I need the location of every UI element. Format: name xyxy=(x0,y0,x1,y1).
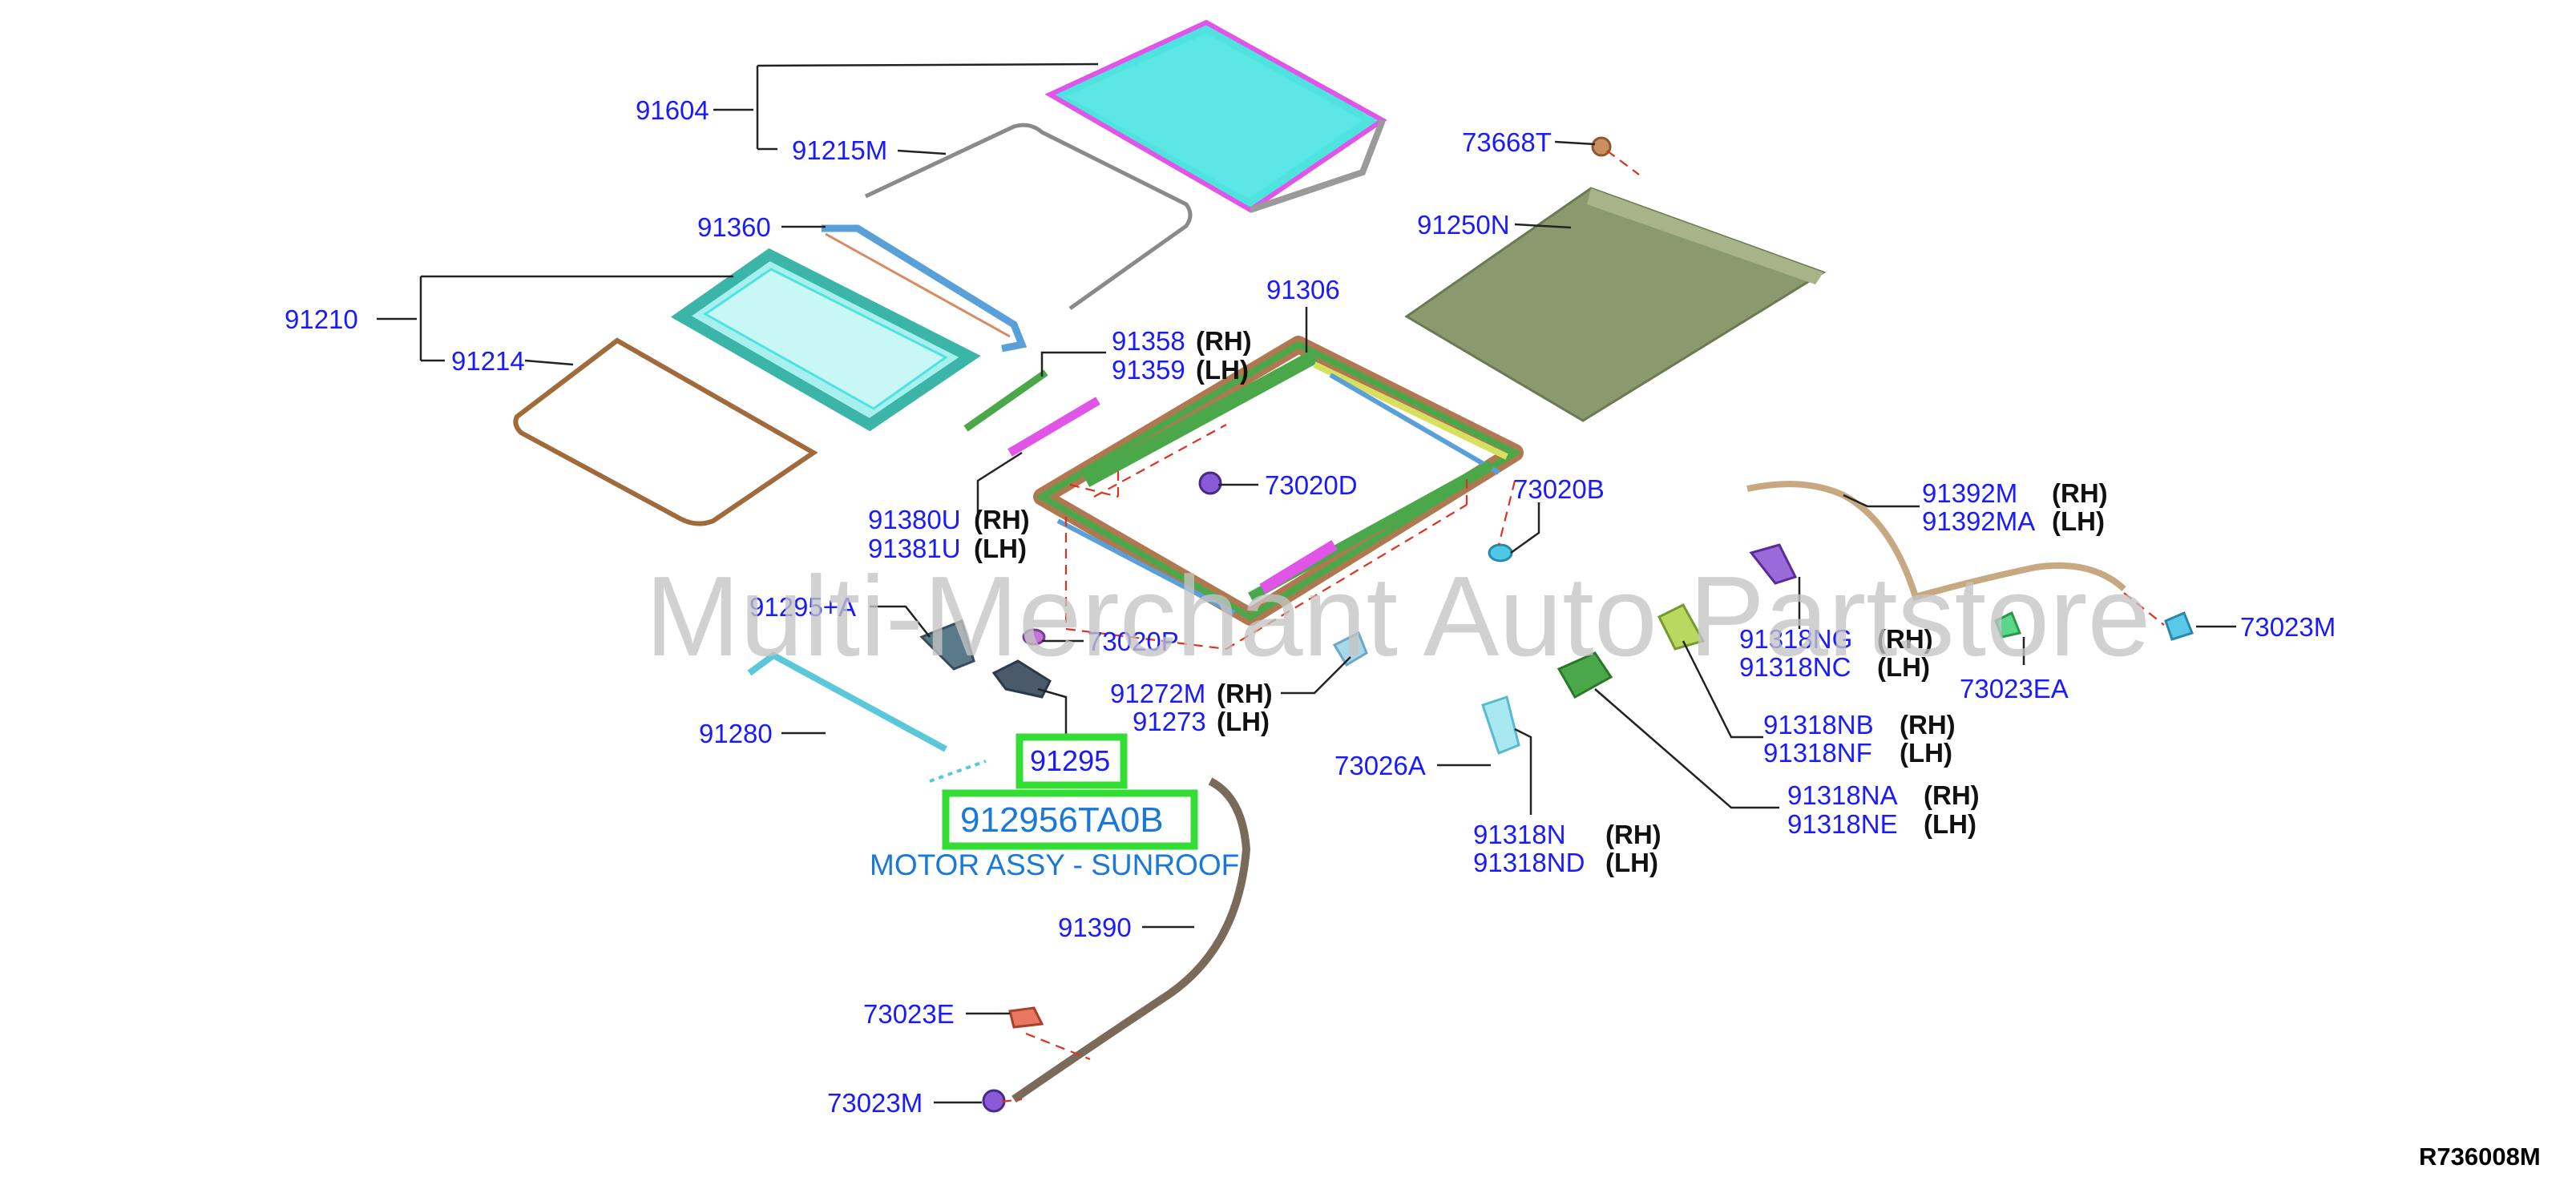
side-91318nc-lh: (LH) xyxy=(1877,652,1930,682)
callout-91306[interactable]: 91306 xyxy=(1266,275,1340,304)
part-91272m-bracket[interactable] xyxy=(1332,631,1368,667)
callout-91381u[interactable]: 91381U xyxy=(868,534,961,563)
part-91295a-bracket[interactable] xyxy=(919,619,975,671)
callout-73668t[interactable]: 73668T xyxy=(1462,127,1552,157)
watermark-text: Multi-Merchant Auto Partstore xyxy=(645,553,2150,680)
side-91272m-rh: (RH) xyxy=(1217,679,1273,708)
part-73020p-clip[interactable] xyxy=(1022,628,1046,646)
side-91392m-rh: (RH) xyxy=(2052,478,2108,508)
callout-91318na[interactable]: 91318NA xyxy=(1787,780,1898,810)
callout-91380u[interactable]: 91380U xyxy=(868,505,961,534)
callout-91359[interactable]: 91359 xyxy=(1112,355,1185,385)
side-91318nb-rh: (RH) xyxy=(1900,710,1956,740)
highlight-part-number[interactable]: 912956TA0B xyxy=(960,800,1164,840)
callout-91210[interactable]: 91210 xyxy=(285,304,358,334)
callout-91318n[interactable]: 91318N xyxy=(1473,820,1566,849)
side-91380u-rh: (RH) xyxy=(974,505,1030,534)
side-91318ng-rh: (RH) xyxy=(1877,624,1933,654)
part-91306-frame[interactable] xyxy=(1033,336,1524,626)
side-91318na-rh: (RH) xyxy=(1924,780,1980,810)
part-91358-guide[interactable] xyxy=(963,369,1100,457)
callout-91392m[interactable]: 91392M xyxy=(1922,478,2017,508)
part-91210-glass-assembly[interactable] xyxy=(670,248,981,432)
assembly-dash-lines xyxy=(1001,150,2165,1103)
side-91318nd-lh: (LH) xyxy=(1605,848,1658,877)
callout-91273[interactable]: 91273 xyxy=(1133,707,1206,736)
side-91359-lh: (LH) xyxy=(1196,355,1249,385)
side-91318n-rh: (RH) xyxy=(1605,820,1661,849)
side-91358-rh: (RH) xyxy=(1196,326,1252,356)
part-73023e-clip[interactable] xyxy=(1008,1006,1044,1029)
part-91318ng-bracket[interactable] xyxy=(1749,543,1798,585)
part-91392m-drain-hose[interactable] xyxy=(1746,481,2126,601)
callout-91272m[interactable]: 91272M xyxy=(1110,679,1205,708)
highlighted-part: 91295 912956TA0B MOTOR ASSY - SUNROOF xyxy=(870,733,1239,881)
side-91392ma-lh: (LH) xyxy=(2052,506,2105,536)
part-73023ea-clip[interactable] xyxy=(1994,611,2022,639)
callout-91604[interactable]: 91604 xyxy=(636,95,709,125)
callout-73023e[interactable]: 73023E xyxy=(863,999,955,1029)
part-91318nb-bracket[interactable] xyxy=(1657,603,1706,651)
part-73023m-right-clip[interactable] xyxy=(2164,611,2194,641)
callout-73020p[interactable]: 73020P xyxy=(1088,627,1179,656)
callout-73023ea[interactable]: 73023EA xyxy=(1960,674,2069,703)
part-91360-deflector[interactable] xyxy=(822,224,1028,353)
part-91295-motor[interactable] xyxy=(991,659,1052,699)
callout-91318ne[interactable]: 91318NE xyxy=(1787,809,1898,839)
callout-91280[interactable]: 91280 xyxy=(699,719,773,748)
diagram-id: R736008M xyxy=(2419,1143,2541,1171)
callout-91318nc[interactable]: 91318NC xyxy=(1739,652,1851,682)
callout-91318ng[interactable]: 91318NG xyxy=(1739,624,1852,654)
part-91214-weatherstrip[interactable] xyxy=(513,337,818,526)
callout-91318nd[interactable]: 91318ND xyxy=(1473,848,1585,877)
callout-91318nf[interactable]: 91318NF xyxy=(1763,738,1872,768)
side-91318ne-lh: (LH) xyxy=(1924,809,1976,839)
side-91381u-lh: (LH) xyxy=(974,534,1027,563)
side-91318nf-lh: (LH) xyxy=(1900,738,1952,768)
callout-73020d[interactable]: 73020D xyxy=(1265,470,1358,500)
callout-73023m-right[interactable]: 73023M xyxy=(2240,612,2336,642)
highlight-box-part-number xyxy=(942,789,1198,850)
highlight-description: MOTOR ASSY - SUNROOF xyxy=(870,848,1239,881)
part-73023m-left-clip[interactable] xyxy=(982,1089,1006,1113)
part-73668t-clip[interactable] xyxy=(1591,136,1612,157)
callout-91214[interactable]: 91214 xyxy=(451,346,525,376)
callout-91360[interactable]: 91360 xyxy=(697,212,771,242)
callout-91358[interactable]: 91358 xyxy=(1112,326,1185,356)
part-91604-glass-panel[interactable] xyxy=(1044,19,1387,213)
part-91318na-bracket[interactable] xyxy=(1557,651,1613,699)
leader-lines xyxy=(377,62,2236,1104)
part-91250n-sunshade[interactable] xyxy=(1404,187,1827,422)
callout-labels: 91604 91215M 91360 91210 91214 91306 913… xyxy=(285,95,2336,1118)
side-91273-lh: (LH) xyxy=(1217,707,1270,736)
callout-73023m-left[interactable]: 73023M xyxy=(827,1088,923,1118)
callout-91215m[interactable]: 91215M xyxy=(792,135,887,165)
part-91390-drain-hose[interactable] xyxy=(1011,777,1251,1103)
part-73020d-clip[interactable] xyxy=(1198,471,1222,495)
part-91280-seal[interactable] xyxy=(747,651,987,783)
callout-91295a[interactable]: 91295+A xyxy=(749,592,856,622)
callout-73020b[interactable]: 73020B xyxy=(1513,474,1605,504)
callout-91295[interactable]: 91295 xyxy=(1030,744,1110,777)
callout-91250n[interactable]: 91250N xyxy=(1417,210,1510,240)
callout-91318nb[interactable]: 91318NB xyxy=(1763,710,1874,740)
callout-91390[interactable]: 91390 xyxy=(1058,913,1132,942)
part-91215m-seal[interactable] xyxy=(864,123,1193,311)
part-73026a-clip[interactable] xyxy=(1481,695,1520,755)
callout-91392ma[interactable]: 91392MA xyxy=(1922,506,2035,536)
callout-73026a[interactable]: 73026A xyxy=(1334,751,1426,780)
highlight-box-callout xyxy=(1015,733,1128,789)
